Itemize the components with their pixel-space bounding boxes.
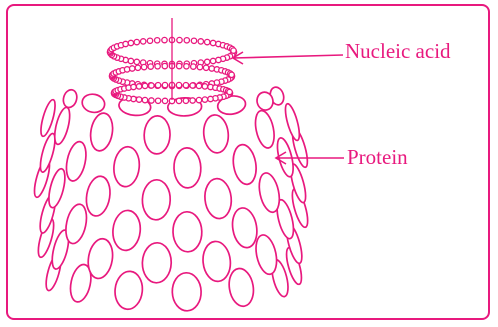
protein-subunit (230, 206, 260, 249)
nucleic-acid-bead (148, 64, 153, 69)
nucleic-acid-bead (229, 72, 234, 77)
nucleic-acid-bead (177, 63, 182, 68)
protein-subunit (227, 267, 257, 308)
nucleic-acid-bead (203, 65, 208, 70)
nucleic-acid-bead (141, 39, 146, 44)
nucleic-acid-bead (183, 98, 188, 103)
protein-subunit (63, 140, 89, 183)
nucleic-acid-bead (205, 39, 210, 44)
protein-subunit (252, 109, 277, 150)
nucleic-acid-bead (183, 83, 188, 88)
nucleic-acid-bead (198, 39, 203, 44)
nucleic-acid-bead (196, 83, 201, 88)
nucleic-acid-bead (231, 48, 236, 53)
nucleic-acid-bead (176, 82, 181, 87)
nucleic-acid-label: Nucleic acid (345, 41, 451, 62)
nucleic-acid-bead (147, 38, 152, 43)
nucleic-acid-bead (162, 82, 167, 87)
nucleic-acid-bead (142, 83, 147, 88)
nucleic-acid-bead (197, 64, 202, 69)
nucleic-acid-bead (190, 83, 195, 88)
nucleic-acid-bead (162, 63, 167, 68)
nucleic-acid-bead (141, 64, 146, 69)
nucleic-acid-bead (130, 66, 135, 71)
nucleic-acid-bead (136, 97, 141, 102)
protein-subunit (144, 115, 171, 154)
protein-subunit (88, 112, 115, 153)
protein-subunit (63, 202, 90, 245)
nucleic-acid-bead (184, 38, 189, 43)
nucleic-acid-bead (135, 65, 140, 70)
nucleic-acid-pointer (233, 52, 343, 64)
nucleic-acid-bead (123, 41, 128, 46)
nucleic-acid-bead (210, 40, 215, 45)
nucleic-acid-bead (208, 96, 213, 101)
nucleic-acid-bead (134, 59, 139, 64)
protein-subunit (142, 242, 172, 283)
nucleic-acid-bead (149, 98, 154, 103)
nucleic-acid-bead (227, 89, 232, 94)
nucleic-acid-bead (128, 40, 133, 45)
protein-subunit (173, 147, 201, 188)
protein-subunit (172, 272, 202, 311)
protein-capsomeres (31, 86, 310, 312)
protein-subunit (113, 270, 144, 311)
protein-subunit (84, 175, 113, 218)
protein-subunit (80, 92, 106, 114)
nucleic-acid-bead (191, 38, 196, 43)
nucleic-acid-bead (202, 97, 207, 102)
nucleic-acid-bead (155, 83, 160, 88)
nucleic-acid-bead (191, 64, 196, 69)
nucleic-acid-bead (190, 98, 195, 103)
protein-subunit (202, 114, 230, 154)
protein-subunit (111, 209, 142, 252)
nucleic-acid-bead (205, 59, 210, 64)
protein-subunit (172, 211, 202, 252)
protein-subunit (142, 179, 171, 220)
nucleic-acid-bead (184, 64, 189, 69)
nucleic-acid-bead (155, 64, 160, 69)
nucleic-acid-bead (162, 98, 167, 103)
nucleic-acid-bead (202, 84, 207, 89)
protein-subunit (231, 143, 259, 186)
nucleic-acid-bead (131, 84, 136, 89)
protein-subunit (283, 102, 303, 141)
nucleic-acid-bead (142, 97, 147, 102)
protein-label: Protein (347, 147, 408, 168)
nucleic-acid-bead (134, 39, 139, 44)
nucleic-acid-bead (177, 37, 182, 42)
nucleic-acid-bead (136, 84, 141, 89)
protein-subunit (61, 88, 78, 109)
nucleic-acid-bead (128, 58, 133, 63)
protein-subunit (201, 240, 232, 283)
nucleic-acid-bead (216, 57, 221, 62)
nucleic-acid-bead (210, 58, 215, 63)
nucleic-acid-bead (162, 37, 167, 42)
nucleic-acid-bead (196, 97, 201, 102)
protein-subunit (203, 177, 233, 219)
protein-subunit (253, 233, 280, 276)
nucleic-acid-bead (176, 98, 181, 103)
nucleic-acid-bead (149, 83, 154, 88)
protein-subunit (256, 171, 283, 214)
nucleic-acid-bead (155, 98, 160, 103)
nucleic-acid-bead (155, 38, 160, 43)
protein-subunit (112, 146, 141, 188)
